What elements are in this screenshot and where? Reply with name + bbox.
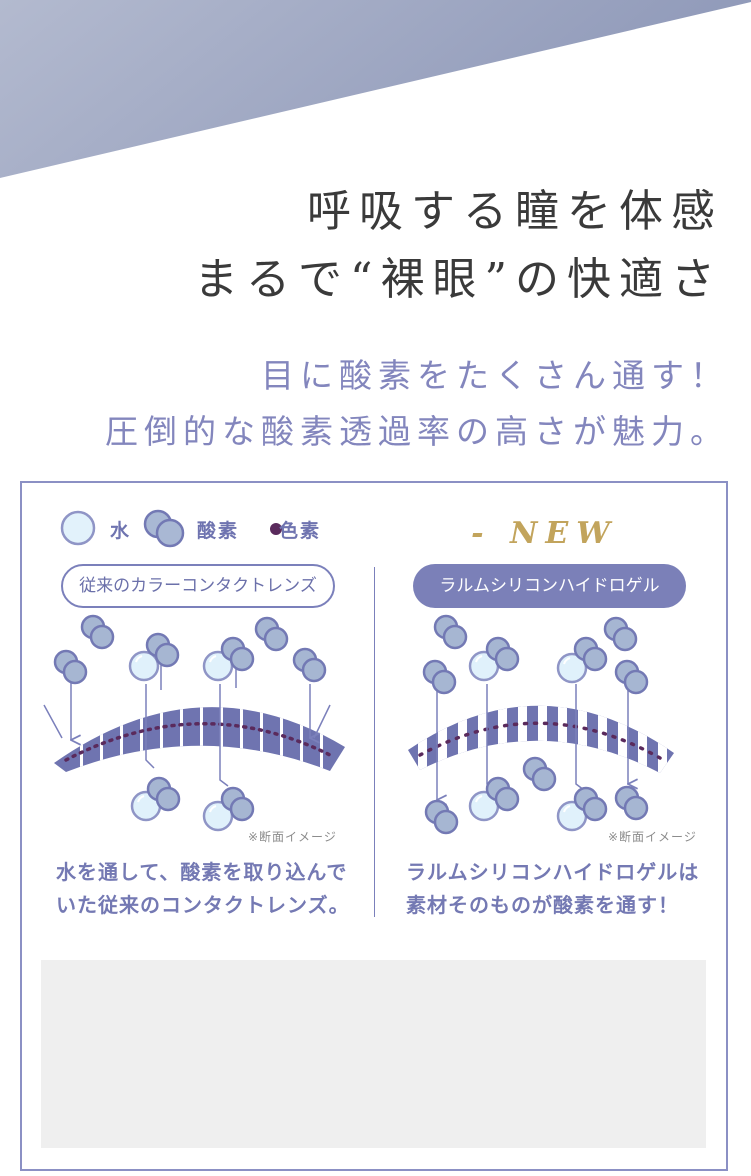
headline-line-1: 呼吸する瞳を体感 bbox=[307, 186, 723, 237]
conventional-arrows bbox=[43, 660, 331, 787]
oxygen-molecule-icon bbox=[143, 509, 185, 548]
pigment-dot-icon bbox=[270, 523, 282, 535]
headline: 呼吸する瞳を体感 まるで“裸眼”の快適さ bbox=[194, 178, 723, 314]
legend-water-label: 水 bbox=[110, 520, 132, 542]
silicone-hydrogel-label: ラルムシリコンハイドロゲル bbox=[413, 564, 686, 608]
column-divider bbox=[374, 567, 375, 917]
legend-oxygen-label: 酸素 bbox=[197, 520, 240, 542]
headline-line-2: まるで“裸眼”の快適さ bbox=[194, 254, 723, 305]
conventional-caption-line-2: いた従来のコンタクトレンズ。 bbox=[56, 893, 350, 917]
tagline: 目に酸素をたくさん通す！ 圧倒的な酸素透過率の高さが魅力。 bbox=[105, 348, 729, 460]
conventional-caption: 水を通して、酸素を取り込んで いた従来のコンタクトレンズ。 bbox=[56, 856, 350, 922]
tagline-line-2: 圧倒的な酸素透過率の高さが魅力。 bbox=[105, 412, 729, 451]
conventional-lens bbox=[54, 707, 345, 772]
silicone-caption-line-1: ラルムシリコンハイドロゲルは bbox=[406, 860, 700, 884]
silicone-section-note: ※断面イメージ bbox=[608, 830, 697, 844]
lens-cross-section-diagram bbox=[43, 614, 674, 835]
legend-symbols bbox=[60, 509, 282, 548]
diagonal-banner bbox=[0, 0, 751, 178]
comparison-panel bbox=[20, 481, 728, 1171]
water-molecule-icon bbox=[60, 510, 96, 546]
conventional-section-note: ※断面イメージ bbox=[248, 830, 337, 844]
tagline-line-1: 目に酸素をたくさん通す！ bbox=[261, 356, 729, 395]
conventional-lens-label: 従来のカラーコンタクトレンズ bbox=[61, 564, 335, 608]
conventional-caption-line-1: 水を通して、酸素を取り込んで bbox=[56, 860, 348, 884]
silicone-caption-line-2: 素材そのものが酸素を通す！ bbox=[406, 893, 679, 917]
silicone-caption: ラルムシリコンハイドロゲルは 素材そのものが酸素を通す！ bbox=[406, 856, 699, 922]
placeholder-box bbox=[41, 960, 706, 1148]
legend-pigment-label: 色素 bbox=[279, 520, 322, 542]
